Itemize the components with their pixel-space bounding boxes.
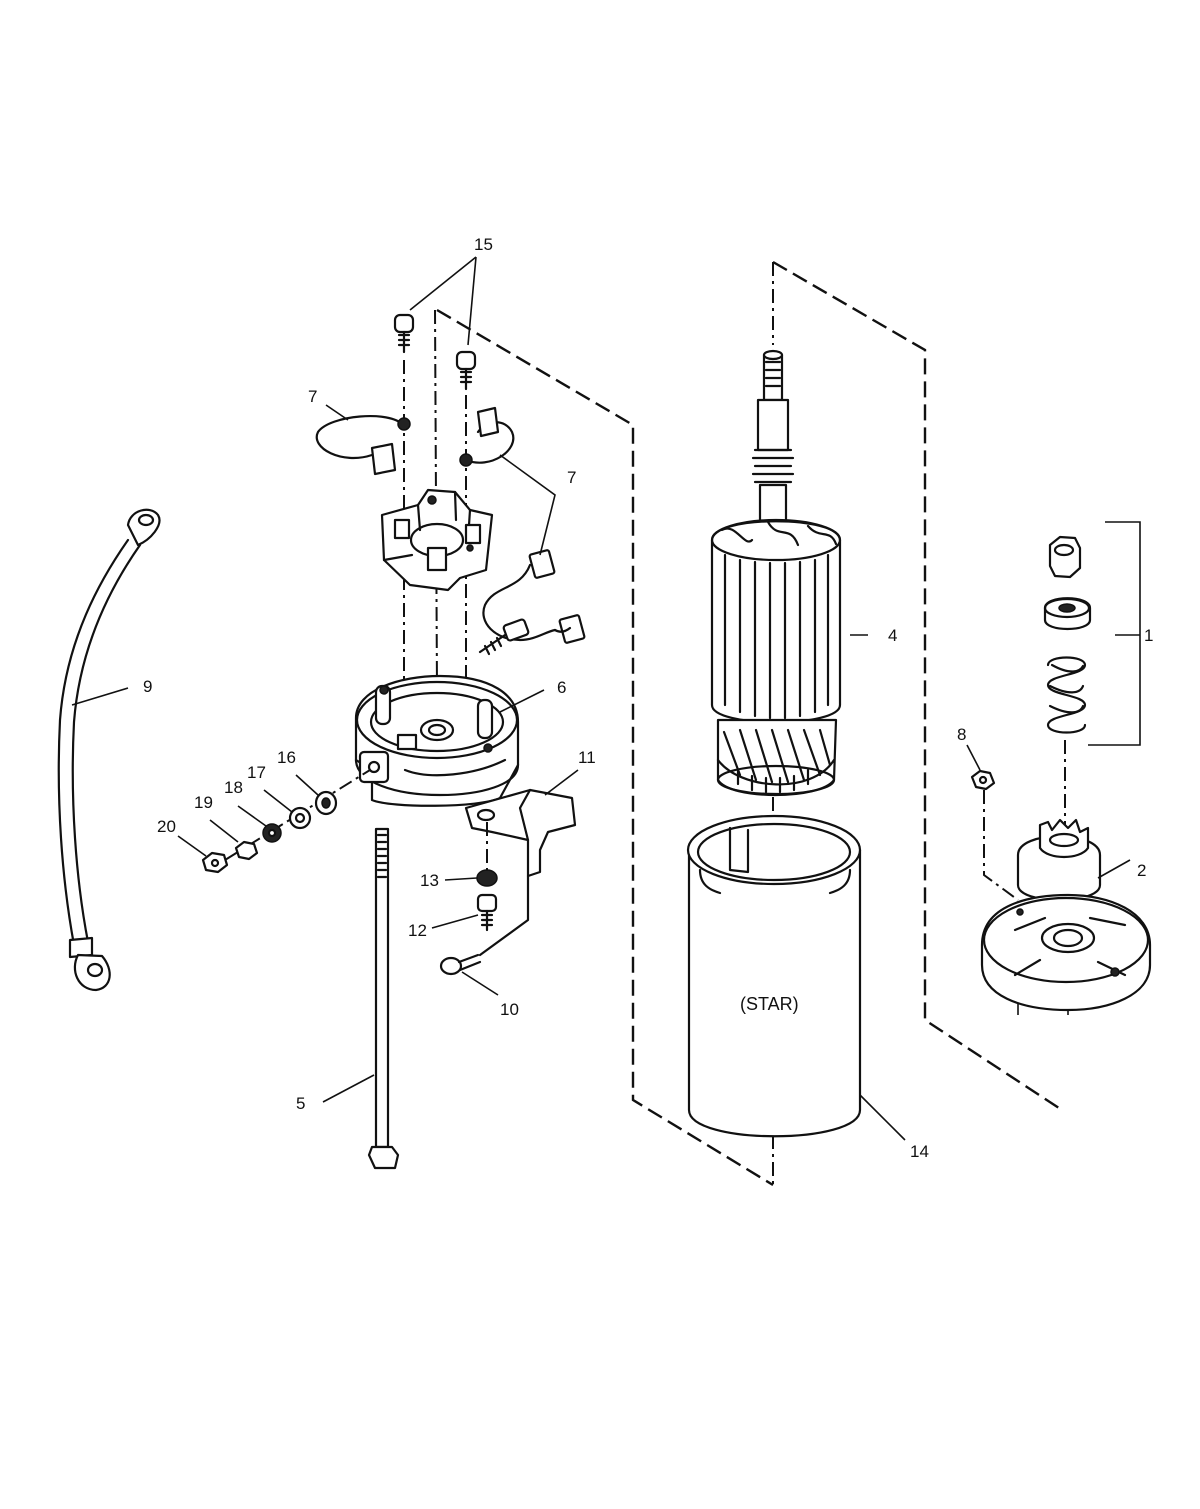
callout-19: 19 [194, 793, 213, 812]
drive-end-plate [980, 893, 1152, 1012]
callout-2: 2 [1137, 861, 1146, 880]
part-6-commutator-end-cap [354, 674, 520, 807]
brush-holder-plate [380, 488, 494, 592]
callout-10: 10 [500, 1000, 519, 1019]
callout-17: 17 [247, 763, 266, 782]
callout-5: 5 [296, 1094, 305, 1113]
part-7-brushes-and-springs [315, 406, 586, 656]
housing-label: (STAR) [740, 994, 799, 1014]
callout-labels: 15 7 7 9 6 4 1 8 2 11 16 17 18 19 20 13 … [143, 235, 1153, 1161]
callout-6: 6 [557, 678, 566, 697]
part-9-ground-cable [57, 508, 161, 992]
part-5-thru-bolt [367, 827, 400, 1170]
leader-lines [71, 256, 1131, 1141]
callout-12: 12 [408, 921, 427, 940]
callout-15: 15 [474, 235, 493, 254]
part-12-screw [476, 893, 498, 932]
callout-18: 18 [224, 778, 243, 797]
part-13-lockwasher [476, 869, 498, 887]
callout-7-right: 7 [567, 468, 576, 487]
callout-16: 16 [277, 748, 296, 767]
part-4-armature [710, 349, 842, 797]
part-2-drive-pinion [1016, 818, 1102, 902]
part-15-brush-screws [393, 313, 477, 391]
callout-8: 8 [957, 725, 966, 744]
terminal-hardware-stack [201, 769, 371, 874]
callout-14: 14 [910, 1142, 929, 1161]
part-1-drive-hardware [1043, 521, 1141, 746]
callout-7-left: 7 [308, 387, 317, 406]
callout-1: 1 [1144, 626, 1153, 645]
callout-20: 20 [157, 817, 176, 836]
part-8-nut [970, 769, 996, 791]
callout-4: 4 [888, 626, 897, 645]
callout-11: 11 [578, 748, 596, 767]
callout-13: 13 [420, 871, 439, 890]
part-10-screw [439, 874, 530, 976]
part-11-mounting-bracket [464, 788, 577, 878]
callout-9: 9 [143, 677, 152, 696]
part-14-motor-housing: (STAR) [686, 814, 862, 1138]
